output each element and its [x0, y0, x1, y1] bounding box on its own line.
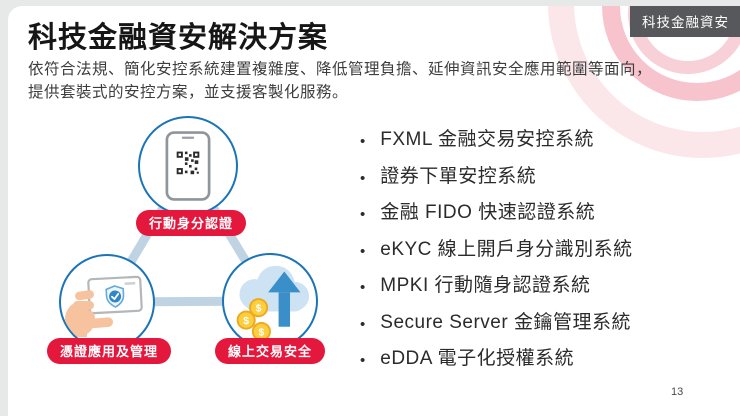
bullet-icon: • [360, 352, 366, 369]
list-item-label: 金融 FIDO 快速認證系統 [380, 202, 596, 223]
page-subtitle: 依符合法規、簡化安控系統建置複雜度、降低管理負擔、延伸資訊安全應用範圍等面向， … [28, 58, 652, 104]
list-item-label: eKYC 線上開戶身分識別系統 [380, 238, 633, 260]
bullet-icon: • [360, 242, 366, 260]
list-item-label: MPKI 行動隨身認證系統 [380, 275, 591, 296]
list-item: • 證券下單安控系統 [360, 166, 633, 203]
subtitle-line-2: 提供套裝式的安控方案，並支援客製化服務。 [28, 84, 349, 101]
list-item-label: 證券下單安控系統 [380, 165, 537, 187]
solutions-list: • FXML 金融交易安控系統 • 證券下單安控系統 • 金融 FIDO 快速認證系統… [360, 129, 633, 385]
cloud-arrow-coins-icon: $ $ $ [236, 265, 310, 342]
badge-certificate-management: 憑證應用及管理 [46, 338, 172, 364]
badge-mobile-identity: 行動身分認證 [135, 210, 247, 236]
phone-qr-icon [165, 131, 211, 201]
list-item: • FXML 金融交易安控系統 [360, 129, 633, 166]
list-item-label: eDDA 電子化授權系統 [380, 348, 575, 369]
list-item: • 金融 FIDO 快速認證系統 [360, 202, 633, 239]
slide-canvas: 科技金融資安 科技金融資安解決方案 依符合法規、簡化安控系統建置複雜度、降低管理… [8, 6, 740, 416]
category-tag: 科技金融資安 [630, 6, 740, 37]
badge-online-transaction: 線上交易安全 [214, 338, 326, 364]
bullet-icon: • [360, 169, 366, 187]
diagram-node-online-transaction: $ $ $ [222, 253, 318, 349]
bullet-icon: • [360, 133, 366, 150]
svg-text:$: $ [259, 327, 265, 338]
hand-card-shield-icon [65, 275, 143, 337]
svg-text:$: $ [243, 316, 249, 327]
diagram-node-certificate-management [59, 254, 155, 350]
list-item-label: Secure Server 金鑰管理系統 [380, 311, 631, 333]
diagram-node-mobile-identity [138, 116, 238, 216]
list-item: • Secure Server 金鑰管理系統 [360, 312, 633, 349]
list-item: • MPKI 行動隨身認證系統 [360, 275, 633, 312]
page-number: 13 [671, 386, 684, 398]
bullet-icon: • [360, 315, 366, 333]
page-title: 科技金融資安解決方案 [28, 22, 329, 54]
bullet-icon: • [360, 279, 366, 296]
list-item: • eKYC 線上開戶身分識別系統 [360, 239, 633, 276]
bullet-icon: • [360, 206, 366, 223]
svg-text:$: $ [256, 303, 262, 314]
subtitle-line-1: 依符合法規、簡化安控系統建置複雜度、降低管理負擔、延伸資訊安全應用範圍等面向， [28, 61, 653, 78]
list-item-label: FXML 金融交易安控系統 [380, 129, 595, 150]
list-item: • eDDA 電子化授權系統 [360, 348, 633, 385]
